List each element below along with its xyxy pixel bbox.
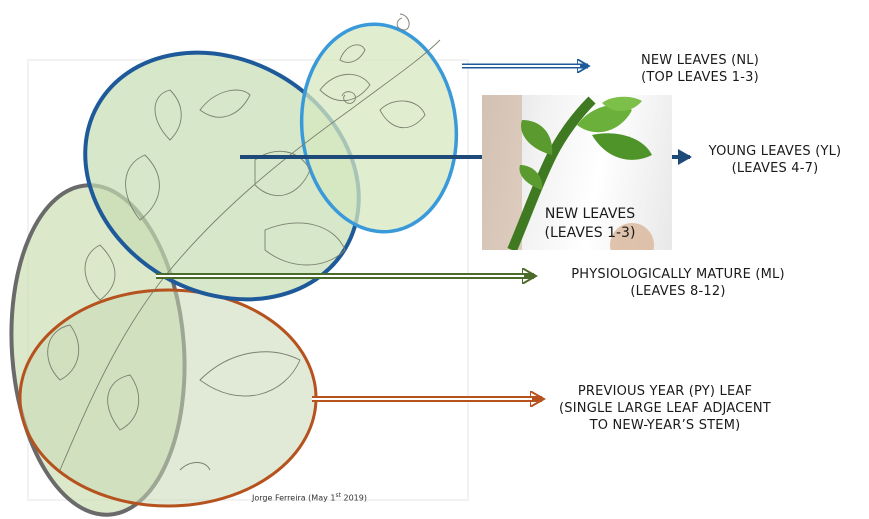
label-mature-leaves-line1: PHYSIOLOGICALLY MATURE (ML) [548,266,808,283]
label-previous-year-line3: TO NEW-YEAR’S STEM) [545,417,785,434]
label-young-leaves: YOUNG LEAVES (YL) (LEAVES 4-7) [690,143,860,177]
label-young-leaves-line1: YOUNG LEAVES (YL) [690,143,860,160]
previous-year-ellipse [20,290,316,506]
label-mature-leaves-line2: (LEAVES 8-12) [548,283,808,300]
author-credit-tail: 2019) [341,494,367,503]
photo-caption: NEW LEAVES (LEAVES 1-3) [530,205,650,243]
photo-caption-line1: NEW LEAVES [530,205,650,224]
photo-caption-line2: (LEAVES 1-3) [530,224,650,243]
label-previous-year-line1: PREVIOUS YEAR (PY) LEAF [545,383,785,400]
label-previous-year-line2: (SINGLE LARGE LEAF ADJACENT [545,400,785,417]
label-previous-year: PREVIOUS YEAR (PY) LEAF (SINGLE LARGE LE… [545,383,785,434]
label-new-leaves: NEW LEAVES (NL) (TOP LEAVES 1-3) [625,52,775,86]
label-young-leaves-line2: (LEAVES 4-7) [690,160,860,177]
author-credit-text: Jorge Ferreira (May 1 [252,494,335,503]
author-credit: Jorge Ferreira (May 1st 2019) [252,492,367,503]
label-new-leaves-line1: NEW LEAVES (NL) [625,52,775,69]
label-mature-leaves: PHYSIOLOGICALLY MATURE (ML) (LEAVES 8-12… [548,266,808,300]
label-new-leaves-line2: (TOP LEAVES 1-3) [625,69,775,86]
photo-inset: NEW LEAVES (LEAVES 1-3) [482,95,672,250]
